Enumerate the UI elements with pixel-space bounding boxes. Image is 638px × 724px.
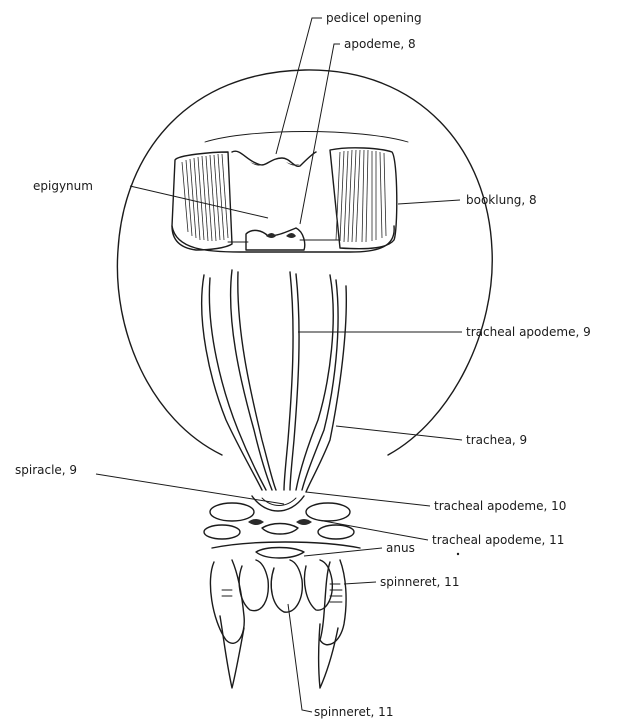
label-booklung-8: booklung, 8 — [466, 193, 537, 207]
label-apodeme-8: apodeme, 8 — [344, 37, 416, 51]
sclerite-center — [262, 524, 298, 535]
leader-epigynum — [130, 186, 268, 218]
label-tracheal-apodeme-11: tracheal apodeme, 11 — [432, 533, 564, 547]
label-trachea-9: trachea, 9 — [466, 433, 527, 447]
pedicel-opening — [232, 151, 316, 166]
label-tracheal-apodeme-9: tracheal apodeme, 9 — [466, 325, 591, 339]
spinneret-left-inner — [239, 560, 268, 611]
spinneret-left-outer-tip — [220, 616, 244, 688]
label-tracheal-apodeme-10: tracheal apodeme, 10 — [434, 499, 566, 513]
label-pedicel-opening: pedicel opening — [326, 11, 422, 25]
label-epigynum: epigynum — [33, 179, 93, 193]
genital-groove — [228, 240, 340, 242]
epigynum — [246, 228, 305, 250]
leader-trachea-9 — [336, 426, 462, 440]
leader-anus — [304, 548, 382, 556]
sclerite-right-upper — [306, 503, 350, 521]
sclerite-left-lower — [204, 525, 240, 539]
spinneret-median — [271, 560, 302, 612]
spinneret-left-outer — [210, 560, 244, 643]
booklung-left-lamellae — [182, 154, 228, 241]
sclerite-center-left — [248, 519, 264, 525]
leader-pedicel-opening — [276, 18, 322, 154]
sclerite-right-lower — [318, 525, 354, 539]
anterior-fold-line — [205, 132, 408, 143]
tracheal-system — [202, 270, 347, 492]
sclerite-left-upper — [210, 503, 254, 521]
leader-spinneret-11-bottom — [288, 604, 312, 712]
leader-spinneret-11-right — [344, 582, 376, 584]
abdomen-outline — [117, 70, 492, 455]
anus — [256, 548, 304, 559]
stray-dot — [457, 553, 459, 555]
label-anus: anus — [386, 541, 415, 555]
sclerite-center-right — [296, 519, 312, 525]
label-spinneret-11-right: spinneret, 11 — [380, 575, 459, 589]
label-spinneret-11-bottom: spinneret, 11 — [314, 705, 393, 719]
booklung-right-lamellae — [336, 150, 386, 242]
leader-booklung-8 — [398, 200, 460, 204]
label-spiracle-9: spiracle, 9 — [15, 463, 77, 477]
